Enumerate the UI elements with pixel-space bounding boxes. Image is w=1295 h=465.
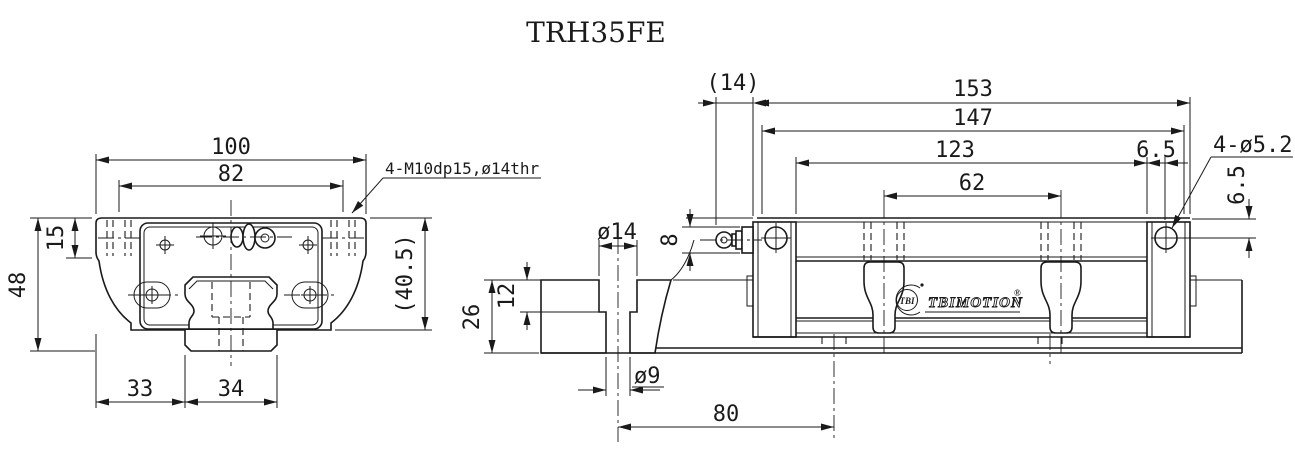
logo-text: TBIMOTION bbox=[928, 295, 1023, 311]
side-tab-right bbox=[1189, 275, 1197, 307]
side-dim-26: 26 bbox=[460, 279, 543, 354]
side-dim-123-65: 123 6.5 bbox=[795, 138, 1188, 220]
side-dim-65-vert: 6.5 bbox=[1225, 165, 1253, 258]
side-dim-8: 8 bbox=[658, 209, 740, 271]
dim-15: 15 bbox=[44, 225, 69, 252]
dim-82: 82 bbox=[218, 162, 245, 187]
front-seal-screws bbox=[156, 236, 317, 254]
dim-62: 62 bbox=[959, 171, 986, 196]
dim-65-top: 6.5 bbox=[1136, 138, 1176, 163]
dim-8: 8 bbox=[658, 233, 683, 246]
side-dim-d9: ø9 bbox=[578, 357, 664, 396]
dim-48: 48 bbox=[6, 272, 31, 299]
logo-mark: TBI bbox=[899, 296, 915, 306]
side-dim-12: 12 bbox=[495, 262, 604, 330]
front-dim-33-34: 33 34 bbox=[95, 334, 278, 408]
dim-14: (14) bbox=[707, 71, 760, 96]
front-dim-15: 15 bbox=[30, 217, 92, 259]
side-dim-62: 62 bbox=[883, 171, 1062, 202]
dim-123: 123 bbox=[935, 138, 975, 163]
dim-33: 33 bbox=[127, 377, 154, 402]
front-note-mount-holes: 4-M10dp15,ø14thr bbox=[351, 159, 541, 214]
front-dim-40-5: (40.5) bbox=[335, 217, 432, 331]
dim-40-5: (40.5) bbox=[393, 234, 418, 313]
side-dim-80: 80 bbox=[618, 402, 834, 431]
side-dim-147: 147 bbox=[761, 106, 1185, 214]
side-endcap-screw-left bbox=[761, 223, 791, 253]
dim-d9: ø9 bbox=[634, 364, 661, 389]
front-dim-48: 48 bbox=[6, 218, 95, 352]
front-dim-82: 82 bbox=[118, 162, 344, 212]
side-mount-bolts bbox=[863, 202, 1082, 356]
side-endcap-screw-right bbox=[1151, 223, 1181, 253]
dim-153: 153 bbox=[953, 77, 993, 102]
side-base-plate-section bbox=[540, 238, 1243, 442]
dim-34: 34 bbox=[218, 377, 245, 402]
note-m10-holes: 4-M10dp15,ø14thr bbox=[385, 159, 539, 178]
side-grease-nipple bbox=[700, 226, 762, 254]
side-dim-14-153: (14) 153 bbox=[698, 71, 1191, 225]
drawing-title: TRH35FE bbox=[526, 16, 666, 49]
dim-65-vert: 6.5 bbox=[1225, 165, 1250, 205]
dim-12: 12 bbox=[495, 283, 520, 310]
front-wing-hidden-holes bbox=[98, 220, 364, 256]
side-tab-left bbox=[746, 275, 754, 307]
dim-147: 147 bbox=[953, 106, 993, 131]
dim-26: 26 bbox=[460, 304, 485, 331]
front-screw-bosses bbox=[128, 281, 334, 309]
tbimotion-logo: TBI TBIMOTION ® bbox=[895, 283, 1023, 316]
front-dim-100: 100 bbox=[95, 135, 367, 214]
dim-100: 100 bbox=[211, 135, 251, 160]
dim-d14: ø14 bbox=[597, 220, 637, 245]
front-grease-nipple bbox=[196, 223, 292, 251]
dim-80: 80 bbox=[713, 402, 740, 427]
front-rail-hidden-holes bbox=[211, 282, 251, 351]
side-carriage-body bbox=[746, 217, 1197, 338]
front-view: 100 82 15 48 bbox=[6, 135, 541, 408]
side-note-endcap-holes: 4-ø5.2 bbox=[1171, 133, 1293, 229]
note-endcap-holes: 4-ø5.2 bbox=[1213, 133, 1292, 158]
break-line bbox=[670, 239, 695, 281]
side-dim-d14: ø14 bbox=[597, 220, 638, 276]
side-rail-hidden-holes bbox=[821, 334, 1063, 442]
side-view: TBI TBIMOTION ® (14) 153 bbox=[460, 71, 1293, 442]
logo-reg: ® bbox=[1014, 288, 1021, 298]
